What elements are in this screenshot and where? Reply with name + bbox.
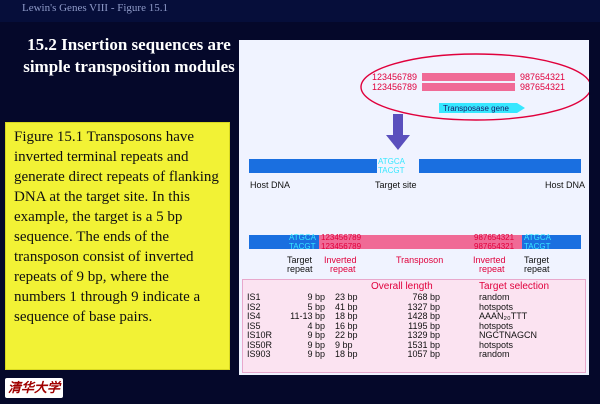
figure-caption: Figure 15.1 Transposons have inverted te… [5, 122, 230, 370]
table-cell-inverted-repeat: 23 bp [335, 292, 358, 302]
host-dna-right-label: Host DNA [545, 180, 585, 190]
result-right-target-repeat [522, 235, 554, 249]
table-cell-selection: hotspots [479, 320, 514, 331]
label-inverted-repeat-left-1: Inverted [324, 255, 357, 265]
label-target-repeat-right-1: Target [524, 255, 550, 265]
table-cell-target-repeat: 11-13 bp [290, 311, 325, 321]
result-left-target-repeat [287, 235, 319, 249]
table-cell-target-repeat: 9 bp [307, 330, 325, 340]
transposon-right-bottom: 987654321 [520, 82, 565, 92]
target-site-top: ATGCA [378, 157, 406, 166]
label-inverted-repeat-right-2: repeat [479, 264, 505, 274]
table-cell-inverted-repeat: 16 bp [335, 320, 358, 331]
table-cell-length: 1329 bp [407, 330, 440, 340]
transposon-ellipse [360, 53, 589, 121]
table-cell-selection: AAAN₂₀TTT [479, 311, 528, 321]
table-cell-target-repeat: 9 bp [307, 349, 325, 359]
table-cell-selection: random [479, 292, 510, 302]
column-overall-length: 768 bp 1327 bp 1428 bp 1195 bp 1329 bp 1… [388, 292, 440, 360]
result-left-target-bottom: TACGT [289, 242, 316, 251]
table-cell-inverted-repeat: 9 bp [335, 339, 353, 350]
column-target-repeat: 9 bp 5 bp 11-13 bp 4 bp 9 bp 9 bp 9 bp [285, 292, 325, 360]
table-cell-length: 1057 bp [407, 349, 440, 359]
transposase-gene-arrow [439, 103, 525, 113]
table-cell-id: IS1 [247, 292, 261, 302]
table-cell-id: IS10R [247, 330, 273, 340]
header-strip: Lewin's Genes VIII - Figure 15.1 [0, 0, 600, 22]
table-cell-target-repeat: 9 bp [307, 292, 325, 302]
label-inverted-repeat-left-2: repeat [330, 264, 356, 274]
label-inverted-repeat-right-1: Inverted [473, 255, 506, 265]
transposase-gene-label: Transposase gene [443, 104, 510, 113]
university-logo: 清华大学 [5, 378, 63, 398]
column-inverted-repeat: 23 bp 41 bp 18 bp 16 bp 22 bp 9 bp 18 bp [335, 292, 358, 360]
transposon-left-bottom: 123456789 [372, 82, 417, 92]
result-right-ir-bottom: 987654321 [474, 242, 515, 251]
table-cell-inverted-repeat: 18 bp [335, 349, 358, 359]
result-right-inverted-repeat [472, 235, 522, 249]
table-cell-length: 1531 bp [407, 339, 440, 350]
label-transposon: Transposon [396, 255, 443, 265]
result-right-ir-top: 987654321 [474, 233, 515, 242]
transposon-top-bar [422, 73, 515, 81]
column-ids: IS1 IS2 IS4 IS5 IS10R IS50R IS903 [247, 292, 273, 360]
table-cell-id: IS2 [247, 301, 261, 312]
table-cell-length: 1428 bp [407, 311, 440, 321]
transposon-right-top: 987654321 [520, 72, 565, 82]
result-right-host [554, 235, 581, 249]
table-cell-length: 1195 bp [408, 320, 440, 331]
table-cell-target-repeat: 9 bp [307, 339, 325, 350]
label-target-repeat-right-2: repeat [524, 264, 550, 274]
table-cell-id: IS50R [247, 339, 273, 350]
insertion-arrow-head [386, 135, 410, 150]
result-left-host [249, 235, 287, 249]
table-cell-inverted-repeat: 18 bp [335, 311, 358, 321]
header-text: Lewin's Genes VIII - Figure 15.1 [22, 2, 168, 14]
insertion-arrow-shaft [393, 114, 403, 136]
target-site-bottom: TACGT [378, 166, 405, 175]
result-left-inverted-repeat [319, 235, 377, 249]
table-cell-id: IS4 [247, 311, 261, 321]
result-transposon [377, 235, 472, 249]
table-cell-inverted-repeat: 41 bp [335, 301, 358, 312]
table-cell-target-repeat: 5 bp [307, 301, 325, 312]
header-target-selection: Target selection [479, 281, 550, 292]
header-overall-length: Overall length [371, 281, 433, 292]
transposon-bottom-bar [422, 83, 515, 91]
diagram-svg: 123456789 123456789 987654321 987654321 … [249, 53, 589, 274]
table-cell-id: IS903 [247, 349, 271, 359]
table-cell-target-repeat: 4 bp [307, 320, 325, 331]
target-site-label: Target site [375, 180, 417, 190]
table-cell-inverted-repeat: 22 bp [335, 330, 358, 340]
label-target-repeat-left-1: Target [287, 255, 313, 265]
slide-title: 15.2 Insertion sequences are simple tran… [23, 35, 235, 76]
table-cell-selection: NGCTNAGCN [479, 330, 537, 340]
table-cell-length: 1327 bp [407, 301, 440, 312]
result-left-ir-top: 123456789 [321, 233, 362, 242]
host-dna-right-bar [419, 159, 581, 173]
column-target-selection: random hotspots AAAN₂₀TTT hotspots NGCTN… [479, 292, 537, 360]
result-right-target-top: ATGCA [524, 233, 552, 242]
table-cell-selection: hotspots [479, 301, 514, 312]
label-target-repeat-left-2: repeat [287, 264, 313, 274]
is-table: Overall length Target selection IS1 IS2 … [242, 279, 586, 373]
host-dna-left-label: Host DNA [250, 180, 290, 190]
result-right-target-bottom: TACGT [524, 242, 551, 251]
table-cell-id: IS5 [247, 320, 261, 331]
result-left-ir-bottom: 123456789 [321, 242, 362, 251]
transposon-left-top: 123456789 [372, 72, 417, 82]
result-left-target-top: ATGCA [289, 233, 317, 242]
logo-text: 清华大学 [7, 380, 60, 395]
table-cell-selection: random [479, 349, 510, 359]
host-dna-left-bar [249, 159, 377, 173]
table-cell-length: 768 bp [412, 292, 440, 302]
table-cell-selection: hotspots [479, 339, 514, 350]
